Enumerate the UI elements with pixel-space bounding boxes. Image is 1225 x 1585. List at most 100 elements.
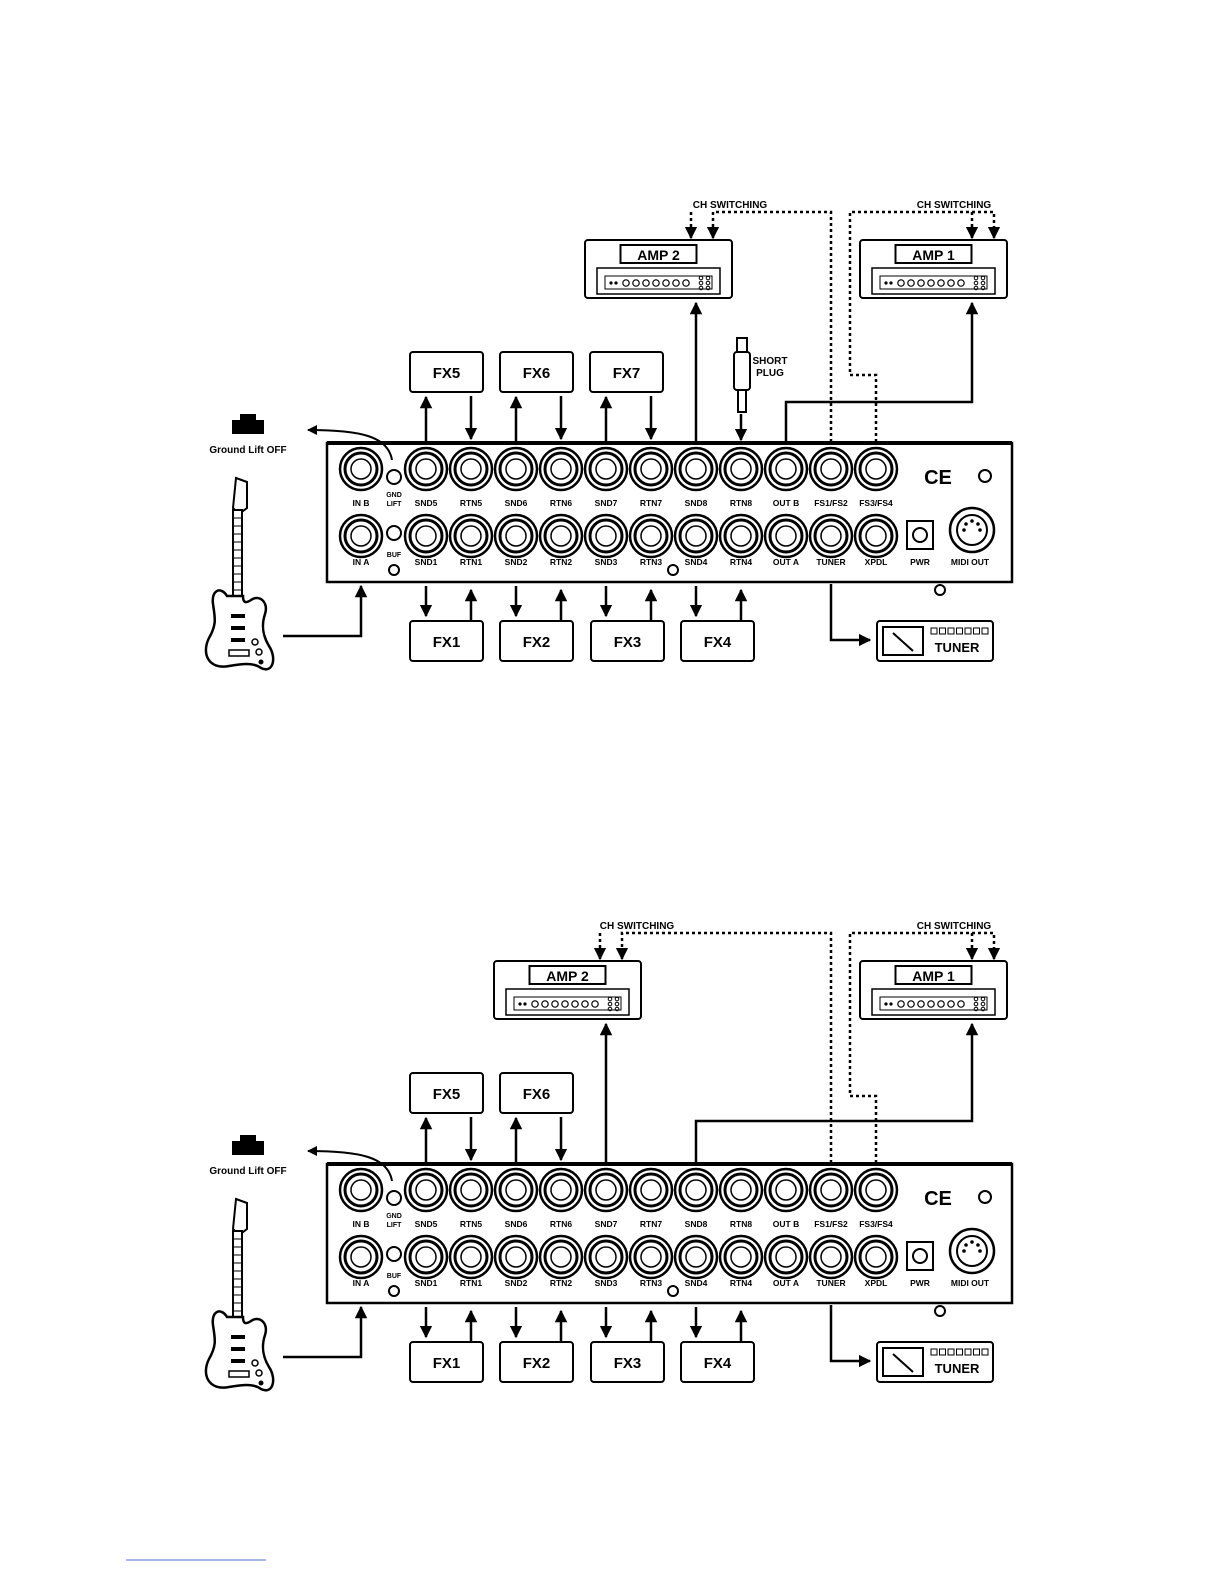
jack-rtn8-socket bbox=[723, 1172, 759, 1208]
jack-in-a-socket bbox=[343, 1239, 379, 1275]
jack-snd8-inner bbox=[685, 1179, 707, 1201]
amp-1-knob bbox=[957, 1000, 965, 1008]
jack-label: SND3 bbox=[595, 557, 618, 567]
tuner-device-label: TUNER bbox=[935, 640, 980, 655]
guitar-icon-knob bbox=[255, 648, 263, 656]
diagram-2: IN BIN ASND5SND1RTN5RTN1SND6SND2RTN6RTN2… bbox=[204, 921, 1014, 1392]
amp-1-badge bbox=[894, 965, 973, 985]
jack-label: RTN4 bbox=[730, 557, 752, 567]
jack-rtn3 bbox=[628, 1234, 674, 1280]
jack-label: SND1 bbox=[415, 1278, 438, 1288]
jack-rtn6-socket bbox=[543, 1172, 579, 1208]
midi-out-label: MIDI OUT bbox=[951, 1278, 990, 1288]
fx-box-bottom: FX1 bbox=[409, 620, 484, 662]
amp-2-knob bbox=[581, 1000, 589, 1008]
jack-rtn3-socket bbox=[633, 518, 669, 554]
jack-label: SND2 bbox=[505, 1278, 528, 1288]
jack-snd1-inner bbox=[415, 525, 437, 547]
diagram-1: IN BIN ASND5SND1RTN5RTN1SND6SND2RTN6RTN2… bbox=[204, 200, 1014, 671]
jack-label: IN B bbox=[353, 1219, 370, 1229]
pwr-jack bbox=[906, 1241, 934, 1271]
amp-1-label: AMP 1 bbox=[912, 247, 955, 263]
amp-1-knob bbox=[897, 279, 905, 287]
amp-2-jack-dot bbox=[614, 1006, 620, 1012]
fx-box-bottom: FX3 bbox=[590, 620, 665, 662]
amp-1-led bbox=[884, 1002, 888, 1006]
tuner-device: TUNER bbox=[876, 620, 994, 662]
short-plug-label: PLUG bbox=[756, 368, 784, 379]
jack-label: RTN2 bbox=[550, 557, 572, 567]
amp-2-knob bbox=[662, 279, 670, 287]
tuner-device-needle bbox=[892, 632, 914, 652]
jack-rtn7 bbox=[628, 1167, 674, 1213]
ch-switching-label: CH SWITCHING bbox=[917, 200, 992, 211]
jack-snd8-socket bbox=[678, 1172, 714, 1208]
fx-box-top-label: FX6 bbox=[523, 365, 551, 382]
jack-snd7-socket bbox=[588, 451, 624, 487]
jack-tuner bbox=[808, 513, 854, 559]
jack-out-a-inner bbox=[775, 1246, 797, 1268]
jack-snd3-socket bbox=[588, 518, 624, 554]
jack-snd5-socket bbox=[408, 451, 444, 487]
screw bbox=[388, 1285, 400, 1297]
ground-lift-footswitch-icon bbox=[232, 1141, 264, 1155]
tuner-device-led bbox=[973, 627, 980, 635]
amp-1-jack-dot bbox=[980, 285, 986, 291]
jack-in-a bbox=[338, 513, 384, 559]
tuner-device-led bbox=[939, 627, 946, 635]
amp-2-knob bbox=[561, 1000, 569, 1008]
amp-2-knob bbox=[541, 1000, 549, 1008]
amp-2-badge bbox=[528, 965, 607, 985]
fx-box-bottom-frame bbox=[680, 1341, 755, 1383]
jack-label: SND5 bbox=[415, 1219, 438, 1229]
amp-2-jack-dot bbox=[607, 996, 613, 1002]
fx-box-bottom-label: FX2 bbox=[523, 1355, 551, 1372]
jack-out-b bbox=[763, 446, 809, 492]
buf-switch bbox=[386, 525, 402, 541]
jack-snd5-socket bbox=[408, 1172, 444, 1208]
fx-box-bottom-label: FX1 bbox=[433, 634, 461, 651]
jack-label: SND8 bbox=[685, 1219, 708, 1229]
jack-fs1-fs2 bbox=[808, 446, 854, 492]
amp-1-label: AMP 1 bbox=[912, 968, 955, 984]
amp-2-led bbox=[523, 1002, 527, 1006]
tuner-device-led bbox=[981, 1348, 989, 1356]
amp-2-led bbox=[614, 281, 618, 285]
jack-label: RTN3 bbox=[640, 557, 662, 567]
amp-1-jack-dot bbox=[980, 1001, 986, 1007]
fx-box-bottom-frame bbox=[499, 620, 574, 662]
short-plug-label: SHORT bbox=[753, 356, 788, 367]
tuner-device-label: TUNER bbox=[935, 1361, 980, 1376]
jack-snd6-inner bbox=[505, 1179, 527, 1201]
guitar-icon-output-jack bbox=[258, 1380, 264, 1386]
jack-snd4-inner bbox=[685, 525, 707, 547]
jack-xpdl-inner bbox=[865, 525, 887, 547]
jack-fs1-fs2-socket bbox=[813, 1172, 849, 1208]
jack-in-b bbox=[338, 446, 384, 492]
guitar-icon-knob bbox=[255, 1369, 263, 1377]
amp-1-jack-dot bbox=[980, 1006, 986, 1012]
amp-2-control-strip bbox=[604, 275, 713, 290]
jack-label: SND6 bbox=[505, 1219, 528, 1229]
screw bbox=[934, 584, 946, 596]
midi-pin bbox=[964, 522, 968, 526]
jack-rtn5-inner bbox=[460, 1179, 482, 1201]
guitar-icon-bridge bbox=[228, 1370, 250, 1378]
jack-snd1-inner bbox=[415, 1246, 437, 1268]
ch-switching-label: CH SWITCHING bbox=[693, 200, 768, 211]
jack-rtn3-inner bbox=[640, 525, 662, 547]
amp-2-jack-dot bbox=[607, 1006, 613, 1012]
jack-snd2-socket bbox=[498, 518, 534, 554]
screw bbox=[978, 469, 992, 483]
screw bbox=[388, 564, 400, 576]
jack-label: RTN5 bbox=[460, 498, 482, 508]
jack-rtn5 bbox=[448, 1167, 494, 1213]
jack-rtn7-inner bbox=[640, 1179, 662, 1201]
jack-fs3-fs4-inner bbox=[865, 458, 887, 480]
fx-box-bottom-frame bbox=[680, 620, 755, 662]
jack-rtn2-socket bbox=[543, 1239, 579, 1275]
screw bbox=[934, 1305, 946, 1317]
amp-1-knob bbox=[907, 279, 915, 287]
fx-box-bottom: FX2 bbox=[499, 620, 574, 662]
jack-rtn1-inner bbox=[460, 1246, 482, 1268]
